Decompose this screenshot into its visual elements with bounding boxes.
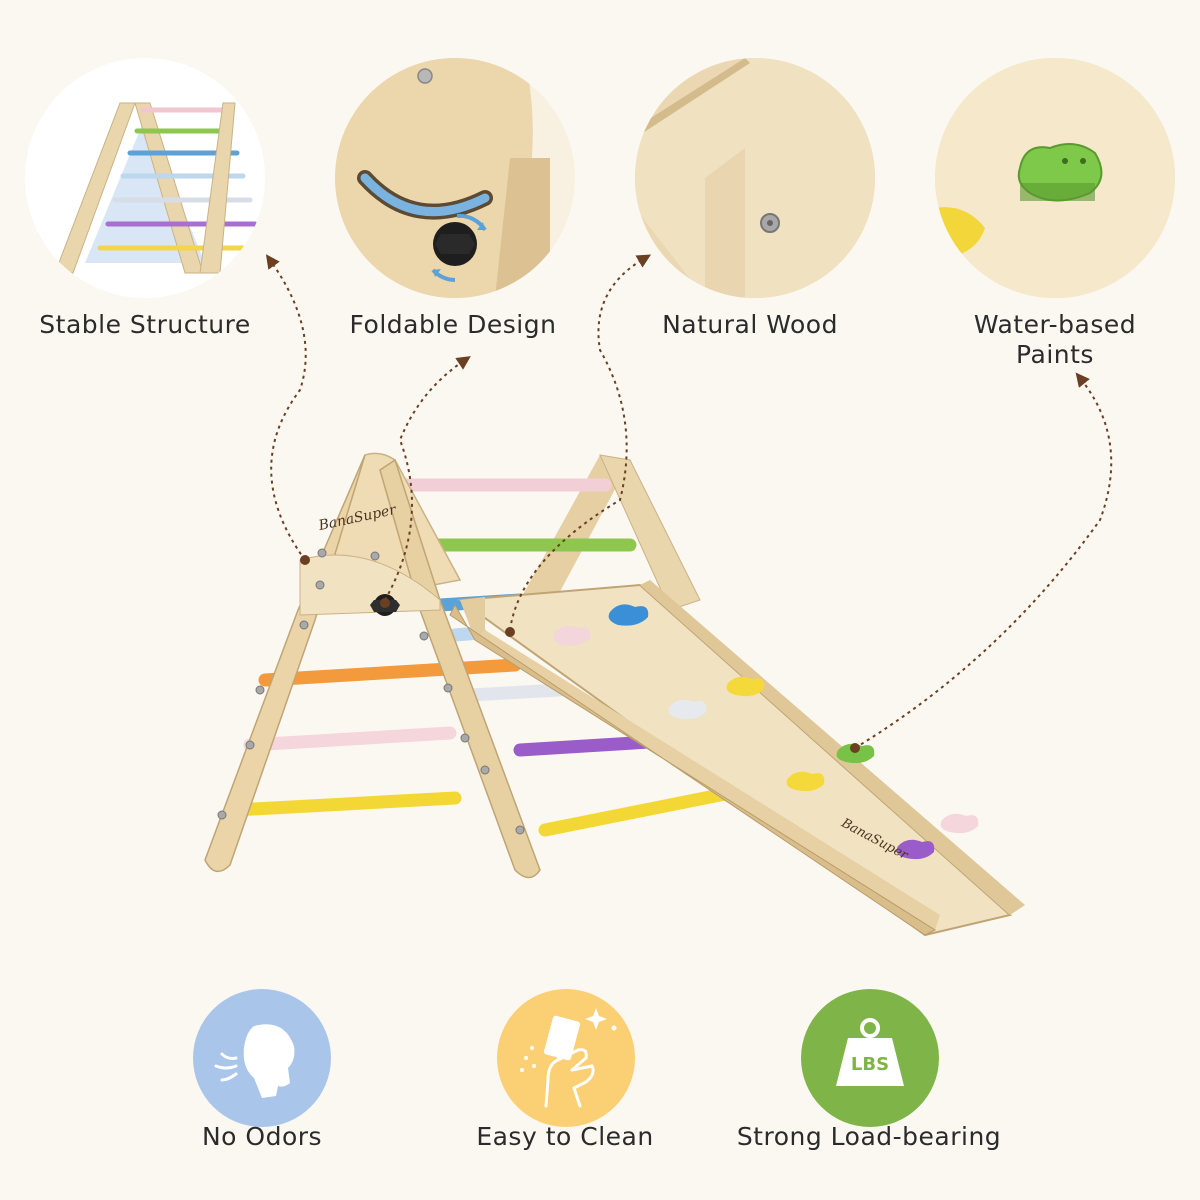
foldable-design-detail-image — [335, 58, 575, 298]
badge-label-no-odors: No Odors — [201, 1122, 323, 1151]
feature-label-natural-wood: Natural Wood — [662, 310, 838, 339]
water-based-paints-detail-image — [935, 58, 1175, 298]
arrow-to-natural-wood — [509, 254, 652, 631]
face-breath-icon — [193, 989, 331, 1127]
arrow-to-water-based-paints — [854, 372, 1113, 749]
weight-icon-label: LBS — [850, 1054, 890, 1075]
feature-label-stable-structure: Stable Structure — [39, 310, 251, 339]
feature-label-foldable-design: Foldable Design — [349, 310, 557, 339]
feature-label-water-based-line2: Paints — [1016, 340, 1094, 369]
natural-wood-detail-image — [635, 58, 875, 298]
badge-easy-to-clean — [496, 988, 636, 1128]
badge-no-odors — [192, 988, 332, 1128]
weight-icon — [801, 989, 939, 1127]
feature-label-water-based-line1: Water-based — [973, 310, 1137, 339]
stable-structure-detail-image — [25, 58, 265, 298]
badge-label-strong-load-bearing: Strong Load-bearing — [736, 1122, 1002, 1151]
badge-strong-load-bearing: LBS — [800, 988, 940, 1128]
arrow-to-stable-structure — [265, 254, 307, 561]
arrow-to-foldable-design — [384, 356, 471, 601]
feature-label-water-based-paints: Water-based Paints — [935, 310, 1175, 370]
hand-sponge-icon — [497, 989, 635, 1127]
badge-label-easy-to-clean: Easy to Clean — [476, 1122, 654, 1151]
